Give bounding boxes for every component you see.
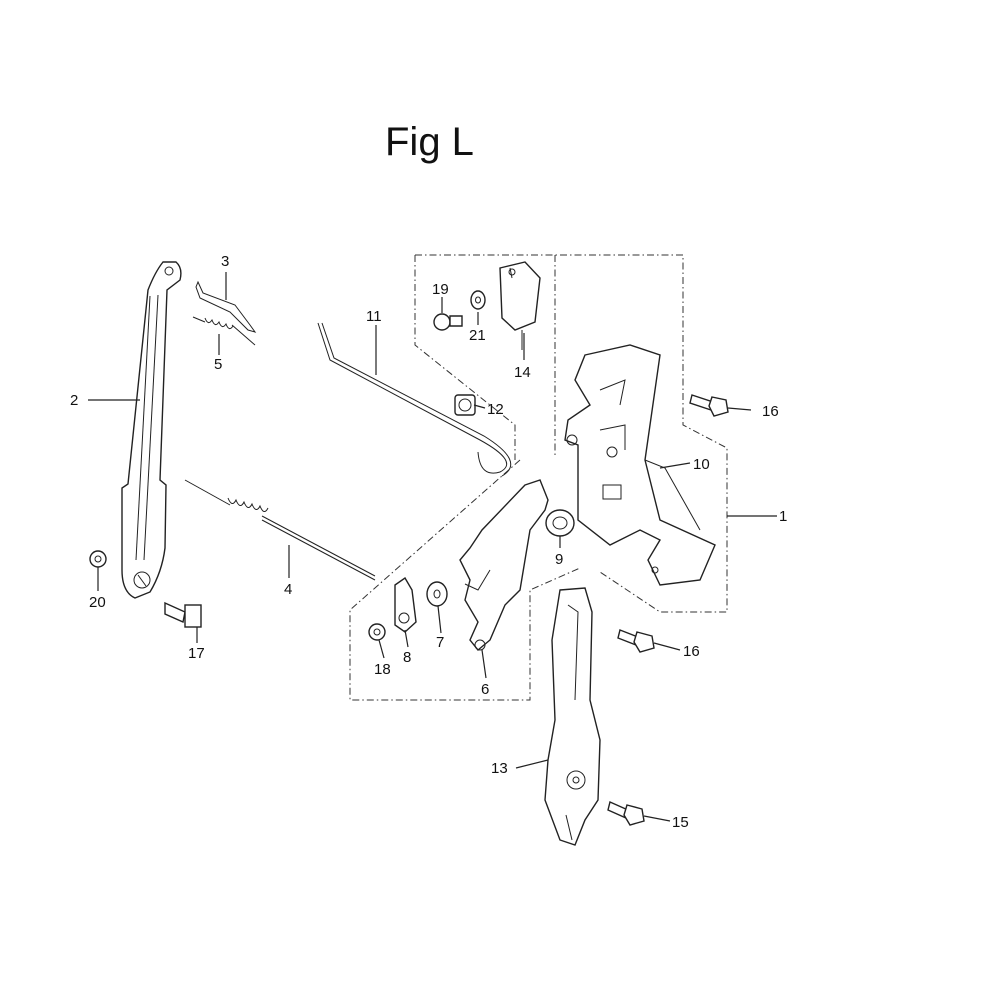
callout-11: 11	[366, 308, 382, 325]
callout-4: 4	[284, 581, 292, 598]
callout-16-upper: 16	[762, 403, 779, 420]
part-nut-20	[89, 550, 107, 568]
part-cover-13	[544, 587, 601, 846]
part-bracket-10	[564, 344, 716, 586]
callout-8: 8	[403, 649, 411, 666]
part-washer-7	[426, 581, 448, 607]
callout-3: 3	[221, 253, 229, 270]
group-outlines	[349, 254, 728, 701]
part-grommet-9	[545, 509, 575, 537]
callout-9: 9	[555, 551, 563, 568]
part-wire-11	[317, 322, 512, 477]
part-bolt-15	[607, 801, 645, 826]
callout-14: 14	[514, 364, 531, 381]
callout-21: 21	[469, 327, 486, 344]
callout-16-lower: 16	[683, 643, 700, 660]
part-washer-21	[470, 290, 486, 310]
part-rod-4	[184, 479, 376, 581]
callout-labels: 1 2 3 4 5 6 7 8 9 10 11 12 13 14 15 16 1…	[70, 253, 787, 831]
callout-17: 17	[188, 645, 205, 662]
leader-lines	[88, 272, 777, 822]
callout-13: 13	[491, 760, 508, 777]
part-plate-6	[459, 479, 549, 651]
part-spring-clip-3	[195, 280, 257, 333]
part-switch-14	[499, 261, 541, 350]
part-screw-19	[433, 313, 463, 331]
part-bolt-17	[164, 601, 202, 628]
part-lever-2	[121, 261, 182, 599]
part-nut-18	[368, 623, 386, 641]
callout-2: 2	[70, 392, 78, 409]
callout-20: 20	[89, 594, 106, 611]
callout-15: 15	[672, 814, 689, 831]
part-nut-12	[454, 394, 476, 416]
part-lever-8	[394, 576, 417, 633]
callout-1: 1	[779, 508, 787, 525]
callout-18: 18	[374, 661, 391, 678]
callout-5: 5	[214, 356, 222, 373]
figure-title: Fig L	[385, 120, 474, 164]
callout-12: 12	[487, 401, 504, 418]
callout-7: 7	[436, 634, 444, 651]
callout-10: 10	[693, 456, 710, 473]
part-spring-5	[192, 316, 256, 346]
part-bolt-16-lower	[617, 629, 655, 653]
callout-6: 6	[481, 681, 489, 698]
part-bolt-16-upper	[689, 394, 729, 417]
callout-19: 19	[432, 281, 449, 298]
